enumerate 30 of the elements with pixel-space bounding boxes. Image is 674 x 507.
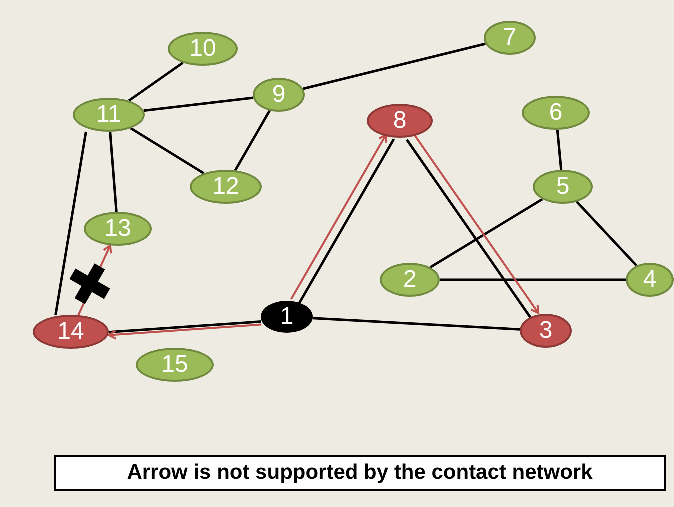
connector-line (144, 96, 254, 112)
node-ellipse: 15 (136, 348, 214, 382)
node-ellipse: 5 (533, 170, 593, 204)
node-ellipse: 13 (84, 212, 152, 246)
arrow (108, 324, 262, 340)
connector-line (312, 317, 520, 331)
node-ellipse: 8 (367, 104, 433, 138)
connector-line (440, 278, 626, 282)
connector-line (54, 132, 88, 316)
connector-line (130, 127, 205, 175)
node-ellipse: 9 (253, 78, 305, 112)
node-ellipse: 12 (190, 170, 262, 204)
node-ellipse: 3 (520, 314, 572, 348)
connector-line (430, 198, 544, 269)
node-ellipse: 1 (261, 301, 313, 333)
connector-line (128, 62, 184, 102)
node-ellipse: 2 (380, 263, 440, 297)
connector-line (109, 132, 118, 212)
note-box: Arrow is not supported by the contact network (54, 455, 666, 491)
node-ellipse: 6 (522, 96, 590, 130)
node-ellipse: 14 (33, 315, 109, 349)
node-ellipse: 7 (484, 21, 536, 55)
connector-line (303, 42, 486, 90)
connector-line (108, 320, 262, 334)
connector-line (556, 130, 563, 170)
connector-line (576, 201, 638, 267)
node-ellipse: 4 (626, 263, 674, 297)
connector-line (234, 110, 271, 172)
node-ellipse: 11 (73, 98, 145, 132)
node-ellipse: 10 (168, 32, 238, 66)
